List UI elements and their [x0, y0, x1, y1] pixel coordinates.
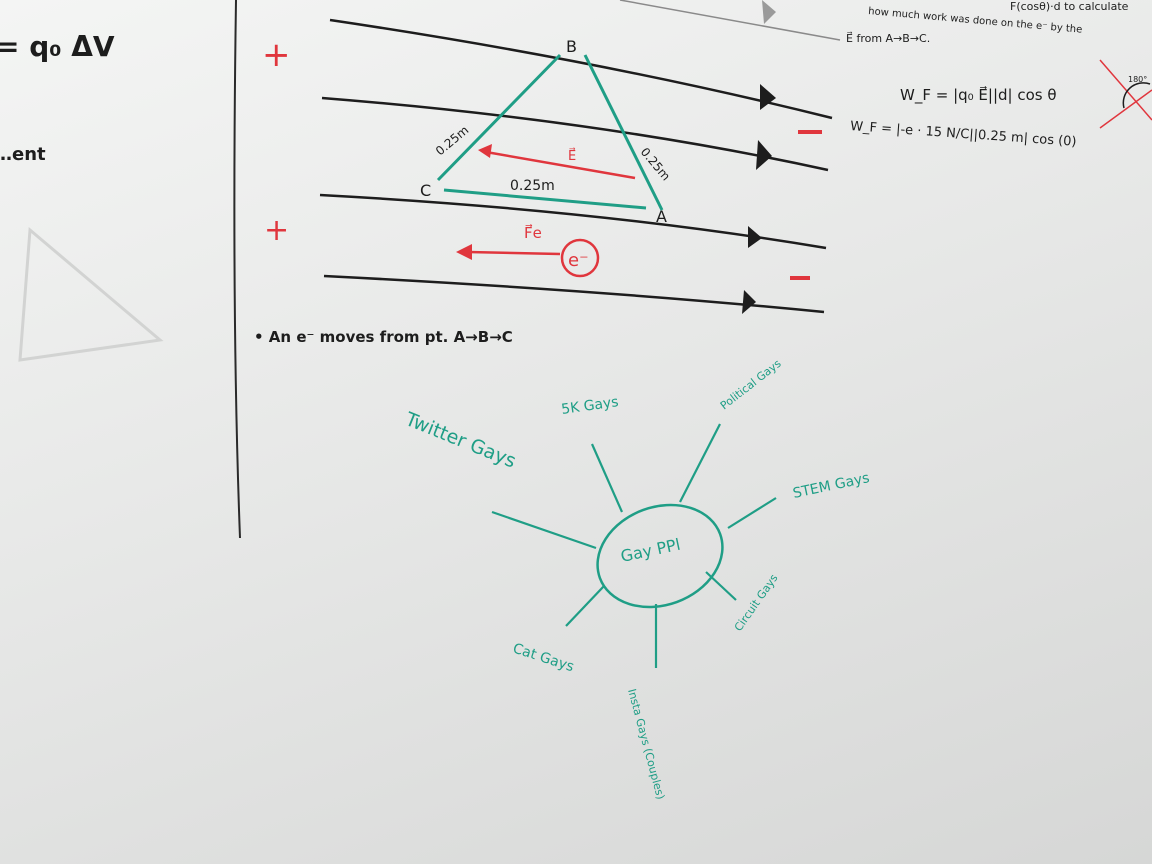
arrowhead-3 [748, 226, 762, 248]
ghost-sketch [18, 226, 164, 362]
force-arrowhead [456, 244, 472, 260]
force-label: F⃗e [524, 223, 542, 242]
mindmap-center-ellipse [596, 503, 724, 609]
field-label: E⃗ [568, 148, 576, 164]
spoke-cat [565, 585, 605, 627]
spoke-circuit [705, 571, 737, 601]
mindmap-node-cat: Cat Gays [511, 641, 576, 676]
plus-sign-bottom: + [264, 213, 289, 248]
vertex-a: A [656, 207, 667, 226]
force-arrow [467, 250, 561, 256]
electron-circle [560, 238, 600, 278]
mindmap-node-twitter: Twitter Gays [401, 408, 519, 473]
field-line-4 [323, 274, 825, 314]
side-label-ca: 0.25m [510, 178, 555, 194]
top-stray-arrow [762, 0, 776, 24]
corner-angle-label: 180° [1128, 75, 1147, 84]
vertex-c: C [420, 181, 431, 200]
spoke-political [679, 423, 721, 503]
work-equation-1: W_F = |q₀ E⃗||d| cos θ [900, 85, 1057, 105]
arrowhead-1 [760, 84, 776, 110]
mindmap-center: Gay PPl [619, 535, 682, 566]
mindmap-node-insta: Insta Gays (Couples) [625, 687, 667, 800]
mindmap-spokes [491, 423, 777, 668]
work-equation-2: W_F = |-e · 15 N/C||0.25 m| cos (0) [850, 119, 1077, 150]
physics-note: • An e⁻ moves from pt. A→B→C [254, 328, 513, 346]
minus-sign-top [798, 130, 822, 134]
top-right-line-3: E⃗ from A→B→C. [846, 31, 930, 45]
spoke-stem [727, 497, 777, 529]
mindmap-node-5k: 5K Gays [560, 394, 619, 418]
top-stray-line [619, 0, 841, 41]
side-label-ab: 0.25m [638, 145, 673, 183]
top-right-line-1: F(cosθ)·d to calculate [1010, 0, 1129, 13]
mindmap-node-political: Political Gays [718, 357, 784, 413]
minus-sign-bottom [790, 276, 810, 280]
arrowhead-2 [756, 140, 772, 170]
spoke-5k [590, 443, 624, 513]
mindmap-node-stem: STEM Gays [792, 470, 871, 502]
corner-red-line-2 [1099, 89, 1152, 129]
field-line-3 [319, 193, 827, 250]
vertex-b: B [566, 37, 577, 56]
plus-sign-top: + [262, 35, 291, 75]
left-fragment: = q₀ ΔV [0, 30, 115, 63]
left-fragment-2: …ent [0, 144, 46, 165]
triangle [436, 53, 664, 211]
field-line-1 [329, 18, 833, 120]
spoke-twitter [491, 510, 597, 550]
electron-label: e⁻ [568, 250, 589, 271]
mindmap-node-circuit: Circuit Gays [732, 572, 781, 634]
arrowhead-4 [742, 290, 756, 314]
field-arrowhead [478, 144, 492, 158]
divider-line [233, 0, 241, 539]
corner-red-line-1 [1099, 59, 1152, 121]
corner-angle-arc [1122, 82, 1151, 109]
field-arrowheads [742, 84, 776, 314]
field-arrow [485, 150, 636, 180]
